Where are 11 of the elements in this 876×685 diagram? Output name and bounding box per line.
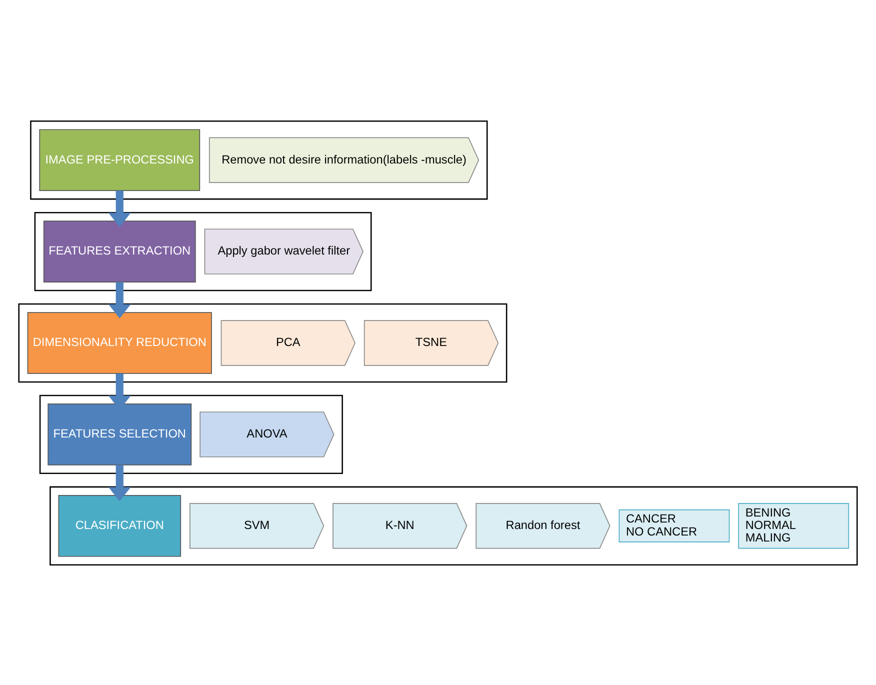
node-box: FEATURES SELECTION <box>48 403 192 465</box>
node-box: IMAGE PRE-PROCESSING <box>39 128 200 191</box>
arrow <box>108 190 131 226</box>
node-box: CLASIFICATION <box>58 494 182 556</box>
node-box: CANCER NO CANCER <box>618 508 730 542</box>
arrow <box>108 464 131 501</box>
cluster <box>30 120 488 200</box>
node-box: FEATURES EXTRACTION <box>43 220 196 282</box>
arrow <box>108 282 131 318</box>
node-box: BENING NORMAL MALING <box>738 502 850 548</box>
node-box: DIMENSIONALITY REDUCTION <box>27 312 212 374</box>
